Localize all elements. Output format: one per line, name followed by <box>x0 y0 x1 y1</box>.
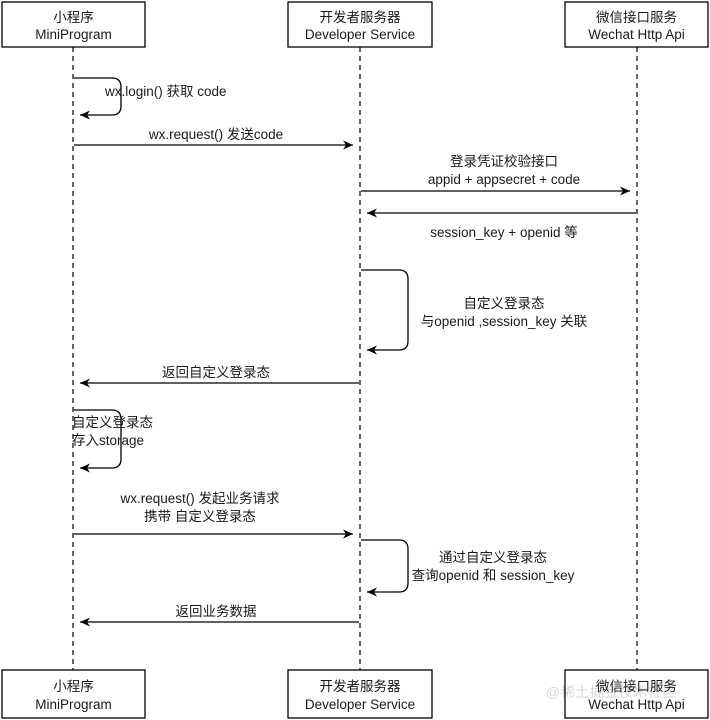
message-4-session-key-openid[interactable]: session_key + openid 等 <box>367 208 636 240</box>
participant-footer-miniprogram[interactable]: 小程序 MiniProgram <box>1 669 146 719</box>
participant-name-en: MiniProgram <box>35 697 112 712</box>
lifelines <box>72 47 638 670</box>
message-9-query-openid-session-key-self-loop[interactable]: 通过自定义登录态 查询openid 和 session_key <box>361 539 575 597</box>
participant-name-en: Developer Service <box>305 697 415 712</box>
participant-name-en: Wechat Http Api <box>588 697 685 712</box>
message-2-wx-request-send-code[interactable]: wx.request() 发送code <box>74 127 353 150</box>
participant-name-cn: 小程序 <box>53 679 94 694</box>
message-label: wx.request() 发送code <box>148 127 283 142</box>
message-3-login-credential-verify[interactable]: 登录凭证校验接口 appid + appsecret + code <box>361 153 630 196</box>
participant-header-wechat-http-api[interactable]: 微信接口服务 Wechat Http Api <box>564 1 709 48</box>
message-10-return-business-data[interactable]: 返回业务数据 <box>80 604 359 627</box>
message-label-line2: 查询openid 和 session_key <box>412 568 575 583</box>
participant-name-cn: 开发者服务器 <box>320 10 401 25</box>
message-label: session_key + openid 等 <box>430 224 577 240</box>
participant-header-developer-service[interactable]: 开发者服务器 Developer Service <box>287 1 433 48</box>
message-label-line2: appid + appsecret + code <box>428 172 580 187</box>
participant-name-cn: 微信接口服务 <box>596 678 677 694</box>
participant-name-cn: 小程序 <box>53 10 94 25</box>
message-label: 返回自定义登录态 <box>162 365 270 380</box>
participant-name-cn: 微信接口服务 <box>596 9 677 25</box>
message-7-store-to-storage-self-loop[interactable]: 自定义登录态 存入storage <box>72 409 153 473</box>
message-label-line2: 携带 自定义登录态 <box>144 509 256 524</box>
participant-footer-developer-service[interactable]: 开发者服务器 Developer Service <box>287 669 433 719</box>
message-6-return-custom-login-state[interactable]: 返回自定义登录态 <box>80 365 359 388</box>
participant-header-miniprogram[interactable]: 小程序 MiniProgram <box>1 1 146 48</box>
message-1-wx-login-self-loop[interactable]: wx.login() 获取 code <box>74 77 227 120</box>
message-label-line1: 自定义登录态 <box>72 415 153 430</box>
message-label-line2: 存入storage <box>72 433 144 448</box>
participant-footer-wechat-http-api[interactable]: 微信接口服务 Wechat Http Api <box>564 669 709 719</box>
message-label: wx.login() 获取 code <box>104 84 227 99</box>
participant-name-en: Wechat Http Api <box>588 27 685 42</box>
message-label-line1: 自定义登录态 <box>464 296 545 311</box>
message-label-line1: wx.request() 发起业务请求 <box>119 491 280 506</box>
participant-name-en: Developer Service <box>305 27 415 42</box>
participant-name-cn: 开发者服务器 <box>320 679 401 694</box>
message-label: 返回业务数据 <box>176 604 257 619</box>
message-label-line2: 与openid ,session_key 关联 <box>421 314 588 329</box>
participant-name-en: MiniProgram <box>35 27 112 42</box>
message-label-line1: 通过自定义登录态 <box>439 550 547 565</box>
message-label-line1: 登录凭证校验接口 <box>450 153 558 169</box>
message-8-business-request[interactable]: wx.request() 发起业务请求 携带 自定义登录态 <box>74 491 353 539</box>
message-5-custom-login-state-self-loop[interactable]: 自定义登录态 与openid ,session_key 关联 <box>361 269 588 355</box>
